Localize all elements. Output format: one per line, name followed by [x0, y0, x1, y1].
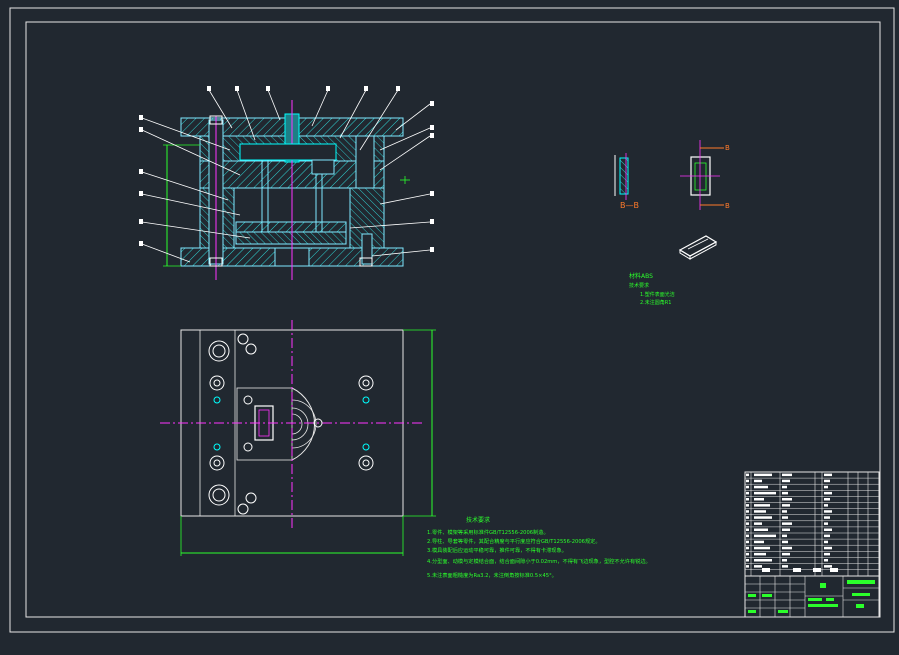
part-front-view — [680, 140, 724, 210]
tech-requirement-2: 2.导柱、导套等零件，其配合精度与平行度应符合GB/T12556-2006规定。 — [427, 537, 601, 545]
screw-icon — [209, 257, 223, 267]
tech-requirement-3: 3.模具装配后应运动平稳可靠，推件可靠，不得有卡滞现象。 — [427, 546, 567, 554]
title-block — [744, 568, 880, 618]
material-label: 材料ABS — [629, 272, 653, 280]
tech-requirement-1: 1.零件、模架等采用标准件GB/T12556-2006制造。 — [427, 528, 549, 536]
section-view-label: B—B — [620, 201, 639, 210]
outer-border — [9, 7, 895, 633]
material-requirements-title: 技术要求 — [629, 282, 649, 289]
part-isometric-view — [678, 235, 718, 260]
mold-section-view — [139, 86, 434, 280]
screw-icon — [209, 115, 223, 125]
screw-icon — [359, 257, 373, 267]
material-note-1: 1.塑件表面光洁 — [640, 291, 675, 298]
section-marker-top: B — [725, 144, 730, 152]
section-marker-bottom: B — [725, 202, 730, 210]
leader-balloon — [139, 86, 434, 252]
tech-requirement-4: 4.分型面、动模与定模结合面，结合面间隙小于0.02mm，不得有飞边现象，型腔不… — [427, 557, 651, 565]
mold-plan-view — [160, 320, 436, 556]
material-note-2: 2.未注圆角R1 — [640, 299, 671, 306]
tech-requirement-5: 5.未注表面粗糙度为Ra3.2，未注倒角按标准0.5×45°。 — [427, 571, 557, 579]
parts-list-table — [744, 471, 880, 577]
tech-requirements-title: 技术要求 — [466, 516, 490, 524]
inner-border — [25, 21, 881, 618]
part-section-view — [614, 153, 629, 200]
